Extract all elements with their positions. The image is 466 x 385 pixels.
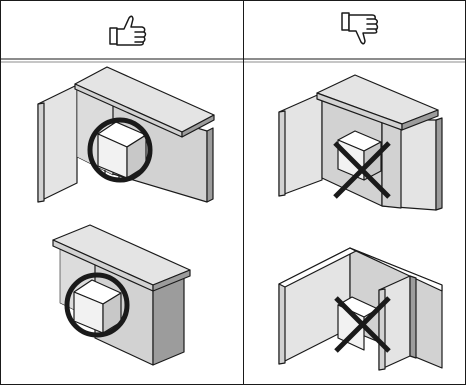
bad-installation-corner (278, 247, 443, 371)
good-highlight-circle (87, 117, 153, 183)
bad-cross-mark (334, 296, 391, 353)
bad-installation-recess (278, 74, 443, 211)
good-installation-roof-between-walls (37, 66, 215, 203)
thumbs-up-icon (109, 15, 147, 46)
bad-cross-mark (333, 141, 391, 199)
thumbs-down-icon (341, 12, 379, 45)
good-installation-roof-against-wall (52, 224, 191, 366)
good-highlight-circle (64, 272, 130, 338)
